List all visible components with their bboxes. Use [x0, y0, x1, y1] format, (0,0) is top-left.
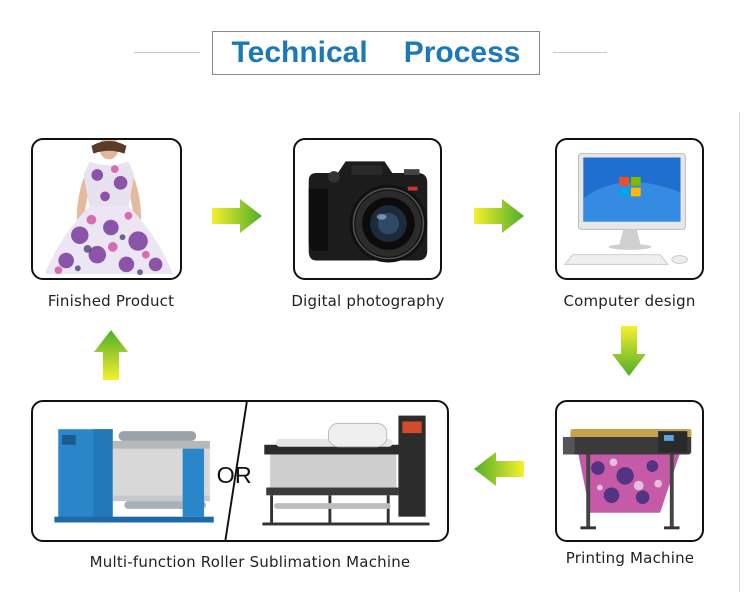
- page-title: Technical Process: [212, 31, 540, 75]
- printer-image: [562, 429, 692, 530]
- step-label-computer-design: Computer design: [563, 292, 696, 310]
- arrow-down-icon: [612, 326, 646, 376]
- step-label-printing-machine: Printing Machine: [565, 549, 695, 567]
- step-card-roller-machine: OR: [31, 400, 449, 542]
- or-text: OR: [217, 462, 252, 488]
- computer-image: [563, 153, 688, 265]
- arrow-up-icon: [94, 330, 128, 380]
- title-word-2: Process: [401, 36, 523, 70]
- title-rule-right: [553, 52, 607, 53]
- arrow-right-icon: [474, 199, 524, 233]
- camera-image: [308, 161, 428, 263]
- step-card-finished-product: [31, 138, 182, 280]
- step-card-computer-design: [555, 138, 704, 280]
- edge-rule: [739, 112, 740, 592]
- arrow-left-icon: [474, 452, 524, 486]
- step-label-digital-photography: Digital photography: [291, 292, 445, 310]
- step-card-printing-machine: [555, 400, 704, 542]
- title-word-1: Technical: [229, 36, 370, 70]
- dress-image: [44, 140, 174, 276]
- arrow-right-icon: [212, 199, 262, 233]
- step-label-finished-product: Finished Product: [47, 292, 175, 310]
- step-label-roller-machine: Multi-function Roller Sublimation Machin…: [89, 553, 411, 571]
- title-rule-left: [134, 52, 200, 53]
- step-card-digital-photography: [293, 138, 442, 280]
- roller-machine-image: OR: [54, 402, 430, 540]
